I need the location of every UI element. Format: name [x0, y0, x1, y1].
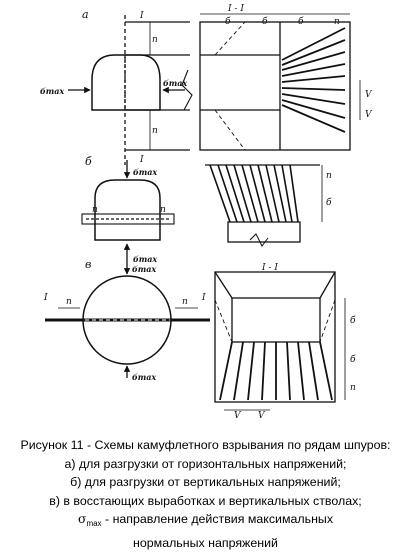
caption-line-5: σmax - направление действия максимальных — [0, 510, 411, 534]
dim-n-a2: n — [152, 126, 158, 136]
panel-v-label: в — [85, 258, 91, 271]
sigma-max-bottom-b: бmax — [133, 254, 157, 264]
dim-n-v1: n — [66, 297, 72, 307]
dim-v-a1: V — [365, 90, 373, 100]
panel-v-text: бmax бmax I I n n I - I б б n V V — [43, 263, 356, 420]
figure-caption: Рисунок 11 - Схемы камуфлетного взрывани… — [0, 436, 411, 553]
caption-line-2: а) для разгрузки от горизонтальных напря… — [64, 456, 347, 471]
section-title-v: I - I — [261, 263, 278, 273]
section-mark-a-bottom: I — [139, 155, 144, 165]
dim-n-b3: n — [326, 171, 332, 181]
panel-a: а — [68, 8, 361, 165]
dim-v-a2: V — [365, 110, 373, 120]
caption-line-3: б) для разгрузки от вертикальных напряже… — [70, 475, 341, 490]
panel-b-text: бmax бmax n n n б — [92, 167, 332, 264]
dim-b-a1: б — [225, 16, 231, 27]
sigma-max-right-a: бmax — [163, 78, 187, 88]
panel-b-label: б — [85, 155, 92, 168]
dim-b-v2: б — [350, 354, 356, 365]
dim-n-b2: n — [160, 205, 166, 215]
dim-b-v1: б — [350, 315, 356, 326]
panel-v: в — [45, 258, 346, 411]
section-mark-a-top: I — [139, 11, 144, 21]
blasting-schemes-figure: а — [40, 4, 373, 420]
panel-a-text: I I n n I - I б б б n V V бmax бmax — [40, 4, 373, 165]
caption-line-6: нормальных напряжений — [133, 535, 278, 550]
panel-b: б — [81, 155, 323, 262]
section-mark-v-left: I — [43, 293, 48, 303]
dim-n-v3: n — [350, 383, 356, 393]
dim-n-a1: n — [152, 35, 158, 45]
dim-n-b1: n — [92, 205, 98, 215]
dim-v-v2: V — [258, 411, 266, 420]
sigma-max-top-b: бmax — [133, 167, 157, 177]
sigma-symbol: σ — [77, 511, 87, 527]
sigma-max-left-a: бmax — [40, 86, 64, 96]
section-mark-v-right: I — [201, 293, 206, 303]
caption-line-4: в) в восстающих выработках и вертикальны… — [49, 493, 362, 508]
dim-b-a2: б — [262, 16, 268, 27]
dim-v-v1: V — [234, 411, 242, 420]
dim-b-a3: б — [298, 16, 304, 27]
sigma-max-bottom-v: бmax — [132, 372, 156, 382]
dim-n-a3: n — [334, 17, 340, 27]
dim-n-v2: n — [182, 297, 188, 307]
panel-a-label: а — [82, 8, 89, 21]
caption-line-5-text: - направление действия максимальных — [101, 512, 334, 527]
caption-line-1: Рисунок 11 - Схемы камуфлетного взрывани… — [20, 438, 391, 452]
dim-b-b1: б — [326, 197, 332, 208]
sigma-subscript: max — [86, 519, 102, 529]
sigma-max-top-v: бmax — [132, 264, 156, 274]
section-title-a: I - I — [227, 4, 244, 14]
